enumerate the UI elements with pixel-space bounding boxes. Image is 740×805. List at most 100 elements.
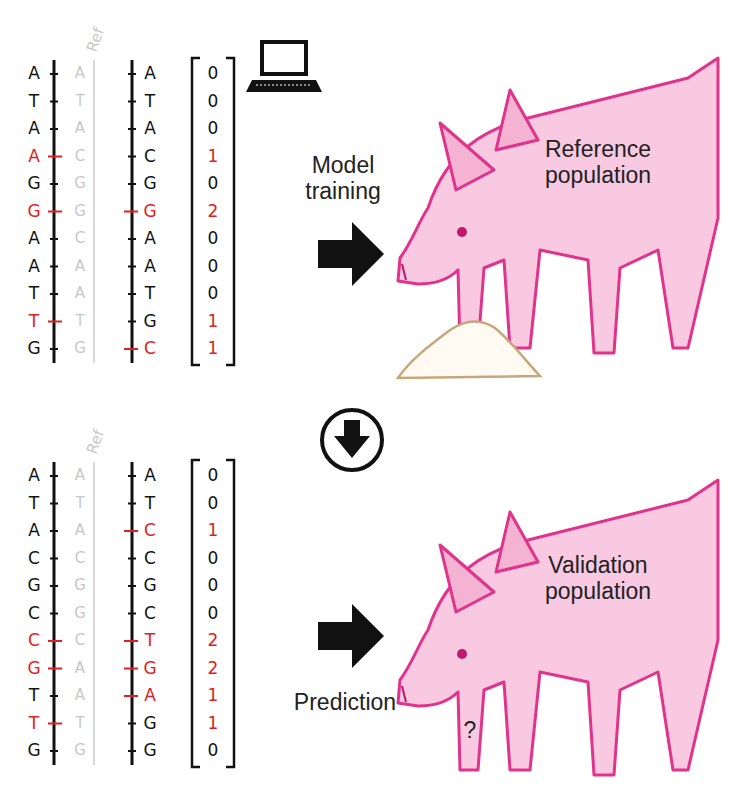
ref-nucleotide: A bbox=[75, 65, 85, 82]
nucleotide: C bbox=[144, 521, 156, 541]
allele-tick bbox=[128, 558, 136, 560]
genotype-code: 0 bbox=[208, 494, 219, 514]
nucleotide: A bbox=[144, 229, 156, 249]
allele-tick bbox=[128, 723, 136, 725]
population-label: Reference population bbox=[523, 136, 673, 189]
nucleotide: A bbox=[28, 229, 40, 249]
genotype-code: 0 bbox=[208, 257, 219, 277]
ref-label: Ref bbox=[84, 26, 109, 55]
allele-tick bbox=[124, 695, 138, 697]
nucleotide: T bbox=[29, 494, 39, 514]
allele-tick bbox=[48, 156, 62, 158]
allele-tick bbox=[48, 723, 62, 725]
matrix-bracket bbox=[192, 460, 200, 767]
genotype-code: 1 bbox=[208, 312, 219, 332]
genotype-code: 2 bbox=[208, 202, 219, 222]
nucleotide: G bbox=[27, 741, 40, 761]
genotype-code: 0 bbox=[208, 284, 219, 304]
nucleotide: G bbox=[143, 312, 156, 332]
nucleotide: G bbox=[143, 202, 156, 222]
allele-tick bbox=[128, 750, 136, 752]
allele-tick bbox=[128, 101, 136, 103]
allele-tick bbox=[128, 321, 136, 323]
nucleotide: T bbox=[145, 284, 155, 304]
allele-tick bbox=[48, 668, 62, 670]
down-arrow-circle bbox=[322, 410, 382, 470]
nucleotide: A bbox=[28, 521, 40, 541]
allele-tick bbox=[48, 321, 62, 323]
genotype-code: 0 bbox=[208, 64, 219, 84]
allele-tick bbox=[128, 266, 136, 268]
ref-nucleotide: C bbox=[75, 550, 85, 567]
ref-nucleotide: A bbox=[75, 687, 85, 704]
allele-tick bbox=[128, 613, 136, 615]
matrix-bracket bbox=[192, 58, 200, 365]
ref-strand bbox=[93, 462, 95, 765]
genotype-code: 1 bbox=[208, 521, 219, 541]
ref-nucleotide: A bbox=[75, 522, 85, 539]
ref-nucleotide: A bbox=[75, 467, 85, 484]
population-label: Validation population bbox=[523, 552, 673, 605]
allele-tick bbox=[128, 475, 136, 477]
nucleotide: C bbox=[144, 549, 156, 569]
nucleotide: G bbox=[27, 202, 40, 222]
nucleotide: C bbox=[144, 339, 156, 359]
arrow bbox=[318, 222, 384, 286]
nucleotide: G bbox=[27, 339, 40, 359]
nucleotide: C bbox=[28, 549, 40, 569]
allele-tick bbox=[50, 695, 58, 697]
genotype-code: 0 bbox=[208, 119, 219, 139]
step-label: Model training bbox=[283, 152, 403, 205]
nucleotide: C bbox=[144, 604, 156, 624]
genotype-code: 0 bbox=[208, 174, 219, 194]
allele-tick bbox=[50, 530, 58, 532]
allele-tick bbox=[124, 640, 138, 642]
ref-nucleotide: A bbox=[75, 120, 85, 137]
pig-figure bbox=[398, 480, 718, 775]
allele-tick bbox=[50, 238, 58, 240]
allele-tick bbox=[128, 238, 136, 240]
nucleotide: T bbox=[29, 92, 39, 112]
nucleotide: C bbox=[28, 631, 40, 651]
allele-tick bbox=[50, 750, 58, 752]
nucleotide: A bbox=[28, 119, 40, 139]
nucleotide: T bbox=[145, 494, 155, 514]
matrix-bracket bbox=[226, 460, 234, 767]
nucleotide: A bbox=[144, 119, 156, 139]
nucleotide: T bbox=[145, 631, 155, 651]
allele-tick bbox=[50, 183, 58, 185]
allele-tick bbox=[50, 293, 58, 295]
arrow bbox=[318, 604, 384, 668]
allele-tick bbox=[50, 348, 58, 350]
genotype-code: 0 bbox=[208, 576, 219, 596]
nucleotide: A bbox=[28, 466, 40, 486]
allele-tick bbox=[124, 530, 138, 532]
nucleotide: A bbox=[28, 64, 40, 84]
genotype-code: 0 bbox=[208, 741, 219, 761]
ref-nucleotide: G bbox=[74, 577, 86, 594]
allele-tick bbox=[50, 558, 58, 560]
allele-tick bbox=[124, 348, 138, 350]
ref-nucleotide: A bbox=[75, 258, 85, 275]
allele-tick bbox=[50, 101, 58, 103]
allele-tick bbox=[128, 183, 136, 185]
genotype-code: 1 bbox=[208, 339, 219, 359]
genotype-code: 1 bbox=[208, 686, 219, 706]
allele-tick bbox=[128, 73, 136, 75]
nucleotide: C bbox=[28, 604, 40, 624]
nucleotide: G bbox=[143, 714, 156, 734]
genotype-code: 0 bbox=[208, 229, 219, 249]
ref-strand bbox=[93, 60, 95, 363]
allele-tick bbox=[50, 475, 58, 477]
nucleotide: G bbox=[143, 174, 156, 194]
nucleotide: G bbox=[143, 576, 156, 596]
nucleotide: A bbox=[28, 147, 40, 167]
nucleotide: A bbox=[144, 257, 156, 277]
allele-tick bbox=[128, 156, 136, 158]
genotype-code: 2 bbox=[208, 631, 219, 651]
allele-tick bbox=[128, 293, 136, 295]
ref-nucleotide: G bbox=[74, 340, 86, 357]
nucleotide: A bbox=[28, 257, 40, 277]
feed-pile bbox=[398, 321, 540, 378]
